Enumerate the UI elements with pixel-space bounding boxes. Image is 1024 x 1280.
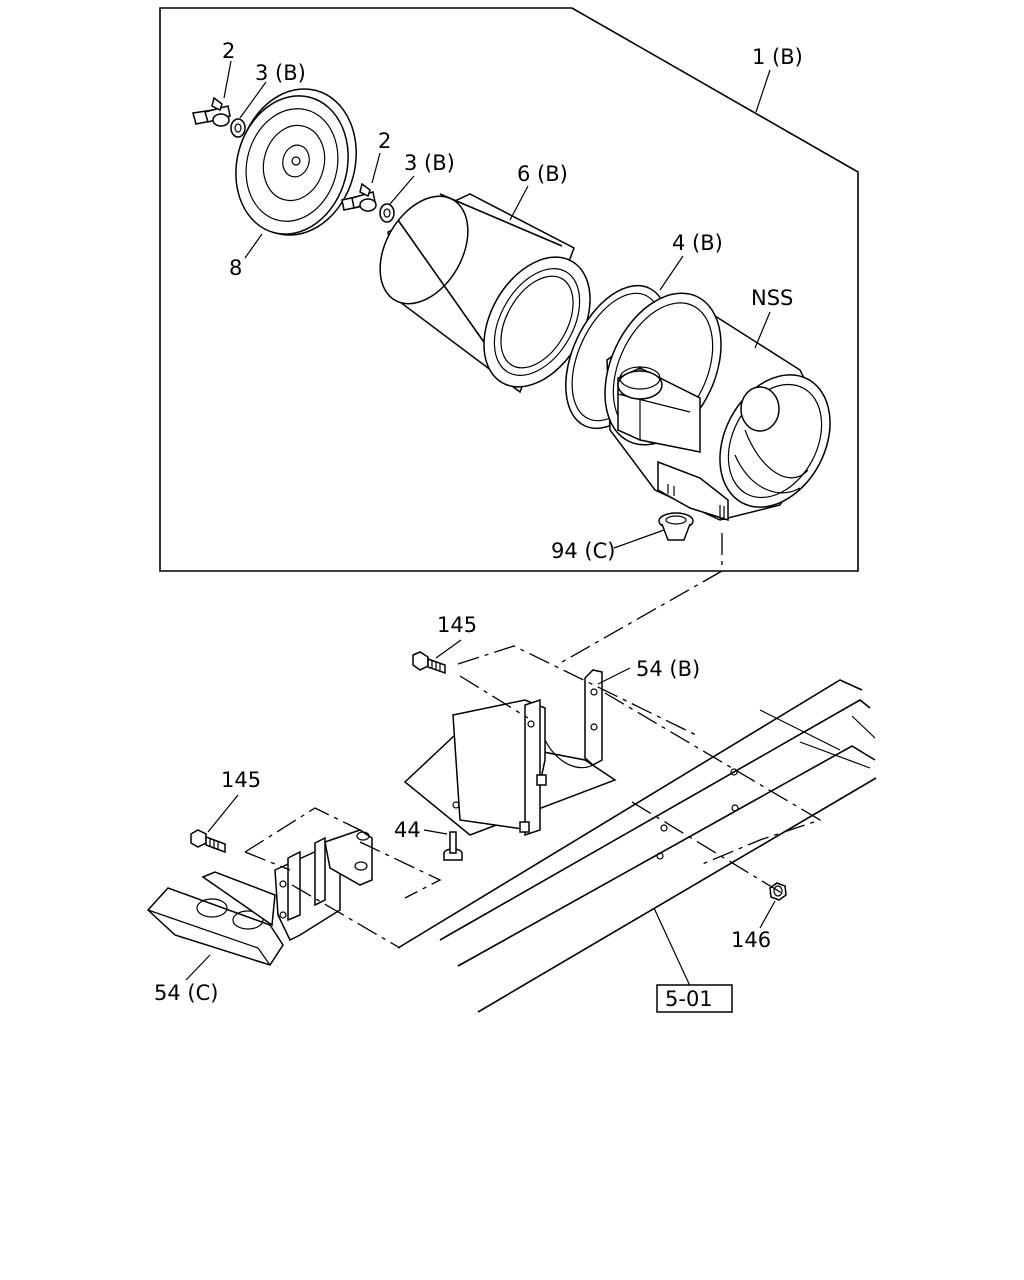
- label-washer-mid: 3 (B): [404, 151, 455, 175]
- label-bolt-145-upper: 145: [437, 613, 477, 637]
- ref-box: [656, 984, 733, 1013]
- label-filter-element: 6 (B): [517, 162, 568, 186]
- mount-outline-bracket: [244, 807, 361, 853]
- assembly-frame: [159, 7, 859, 572]
- mount-outline-right: [604, 692, 822, 866]
- label-seal-ring: 4 (B): [672, 231, 723, 255]
- centerline-bolt-upper: [459, 675, 529, 719]
- label-ref: 5-01: [665, 987, 713, 1011]
- label-cover: 8: [229, 256, 242, 280]
- label-nss: NSS: [751, 286, 793, 310]
- label-bracket-c: 54 (C): [154, 981, 218, 1005]
- bolt-44-part: [443, 831, 463, 861]
- upper-bracket-part: [403, 698, 617, 837]
- label-nut-146: 146: [731, 928, 771, 952]
- label-wing-bolt-mid: 2: [378, 129, 391, 153]
- bolt-145-lower-part: [190, 829, 226, 854]
- label-drain-valve: 94 (C): [551, 539, 615, 563]
- washer-top-part: [230, 118, 246, 138]
- label-wing-bolt-top: 2: [222, 39, 235, 63]
- centerline-bracket-c: [291, 884, 401, 949]
- bracket-c-part: [146, 829, 373, 966]
- centerline-bolt-lower: [244, 851, 291, 871]
- drain-valve-part: [658, 512, 694, 541]
- label-bolt-145-lower: 145: [221, 768, 261, 792]
- label-bracket-b: 54 (B): [636, 657, 700, 681]
- label-washer-top: 3 (B): [255, 61, 306, 85]
- mount-outline-top: [457, 645, 697, 736]
- mount-outline-left: [359, 841, 442, 899]
- centerline-drain: [561, 533, 723, 663]
- wing-bolt-top-part: [192, 96, 231, 127]
- end-cover: [235, 88, 357, 236]
- filter-element-part: [379, 193, 591, 394]
- leader-lines: [185, 60, 776, 987]
- label-assembly: 1 (B): [752, 45, 803, 69]
- frame-rail-part: [397, 679, 877, 1013]
- centerline-nut: [631, 801, 786, 896]
- wing-bolt-mid-part: [341, 182, 377, 212]
- bolt-145-upper-part: [412, 651, 446, 675]
- washer-mid-part: [379, 203, 395, 223]
- air-cleaner-housing: [604, 292, 831, 522]
- label-bolt-44: 44: [394, 818, 421, 842]
- bracket-b-part: [584, 669, 603, 766]
